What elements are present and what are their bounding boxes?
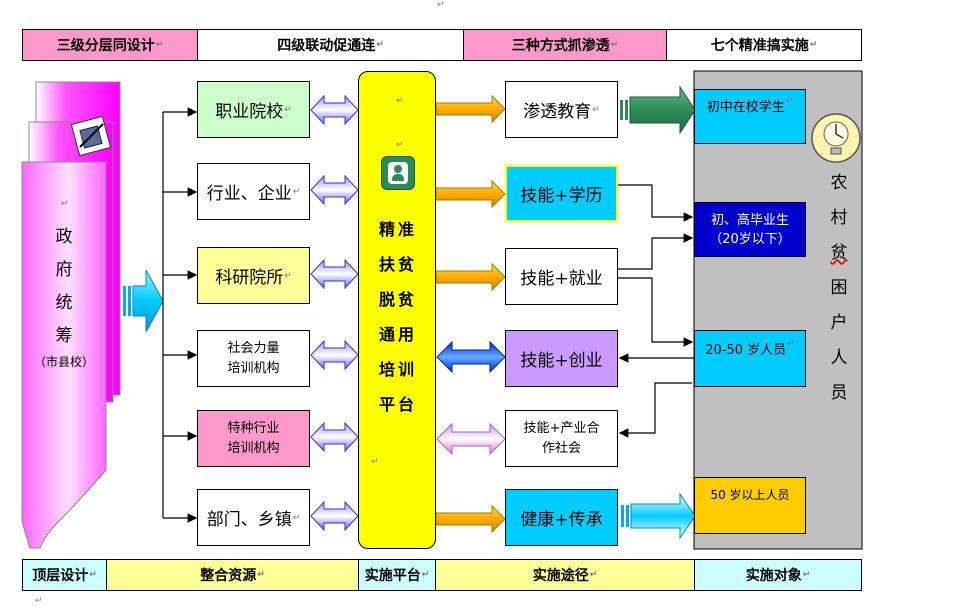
target-group-label: 农 村 贫 困 户 人 员 [830, 173, 848, 403]
resource-special-industry-training: 特种行业 培训机构 [197, 410, 310, 467]
approach-skill-diploma: 技能+学历 [505, 165, 618, 222]
approach-skill-cooperative: 技能+产业合 作社会 [505, 410, 618, 467]
resource-social-training: 社会力量 培训机构 [197, 330, 310, 387]
bottom-label-5: 实施对象↵ [694, 559, 862, 591]
approach-target-lines [618, 184, 694, 438]
bottom-label-2: 整合资源↵ [106, 559, 359, 591]
top-header-2: 四级联动促通连↵ [197, 29, 464, 61]
target-age-20-50: 20-50 岁人员↵ [694, 330, 806, 387]
resource-vocational-schools: 职业院校↵ [197, 81, 310, 138]
platform-line-1: 精准 [378, 220, 417, 239]
approach-skill-entrepreneurship: 技能+创业 [505, 330, 618, 387]
platform-line-6: 平台 [378, 395, 417, 414]
platform-line-5: 培训 [378, 360, 417, 379]
platform-line-2: 扶贫 [378, 255, 417, 274]
bottom-label-3: 实施平台↵ [358, 559, 436, 591]
resource-tree-lines [162, 107, 198, 523]
platform-line-4: 通用 [378, 325, 417, 344]
approach-target-arrows [620, 85, 696, 540]
top-header-4: 七个精准搞实施↵ [666, 29, 862, 61]
lightbulb-clock-icon [811, 113, 861, 163]
training-platform: ↵ ↵ 精准 扶贫 脱贫 通用 培训 平台 ↵ [358, 71, 436, 549]
resource-platform-arrows [310, 94, 359, 532]
government-arrow [123, 269, 164, 333]
bottom-label-4: 实施途径↵ [435, 559, 695, 591]
person-badge-icon [381, 156, 415, 190]
resource-industry-enterprise: 行业、企业↵ [197, 163, 310, 220]
resource-departments-towns: 部门、乡镇↵ [197, 489, 310, 546]
top-header-1: 三级分层同设计↵ [22, 29, 198, 61]
clipboard-icon [70, 115, 112, 157]
approach-health-inheritance: 健康+传承 [505, 489, 618, 546]
top-header-3: 三种方式抓渗透↵ [463, 29, 667, 61]
resource-research-institutes: 科研院所↵ [197, 247, 310, 304]
target-over-50: 50 岁以上人员 [694, 477, 806, 534]
target-graduates-under-20: 初、高毕业生 （20岁以下） [694, 202, 806, 257]
approach-penetration-education: 渗透教育↵ [505, 81, 618, 138]
platform-line-3: 脱贫 [378, 290, 417, 309]
approach-skill-employment: 技能+就业 [505, 248, 618, 305]
target-middle-school-students: 初中在校学生↵ [694, 89, 806, 144]
government-label: ↵ 政 府 统 筹 （市县校） [33, 199, 94, 369]
platform-approach-arrows [435, 94, 506, 534]
